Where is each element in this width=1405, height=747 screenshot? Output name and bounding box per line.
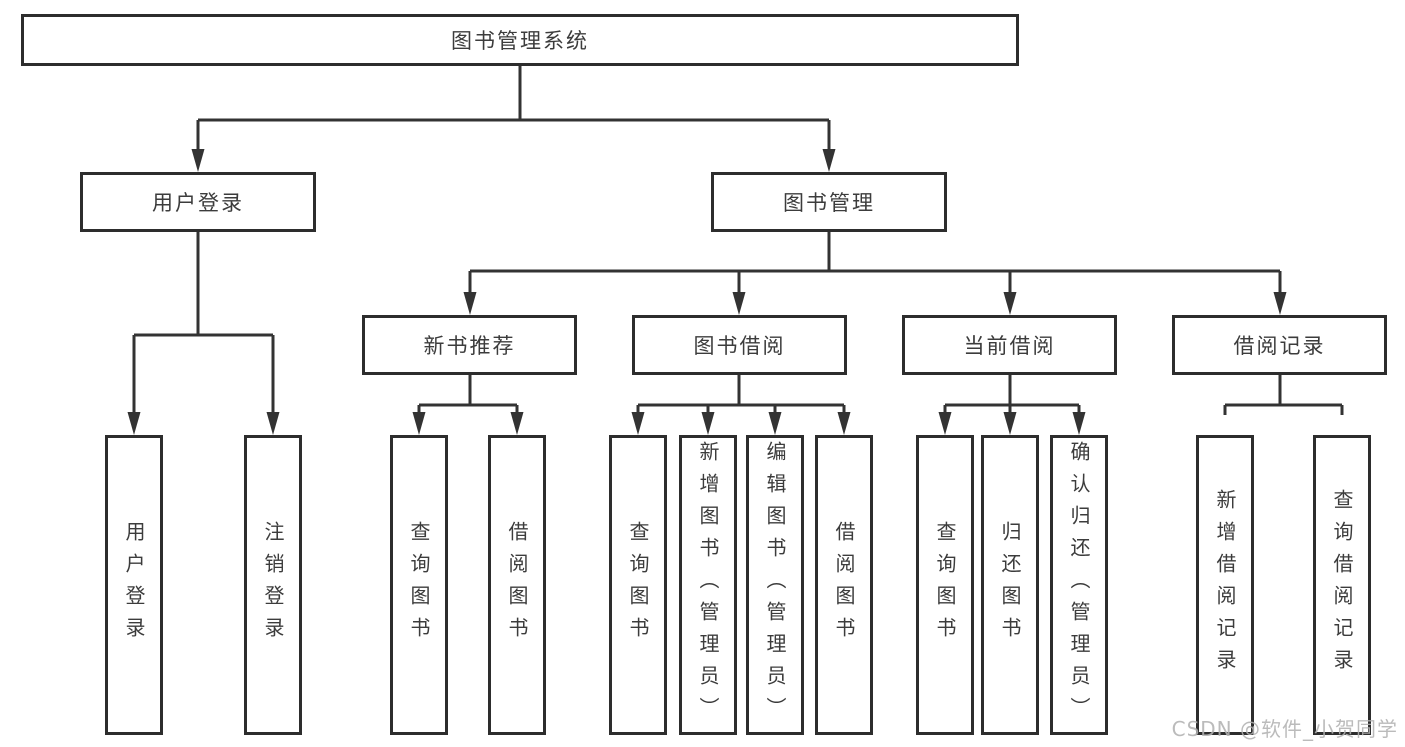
leaf-edit-books-admin: 编辑图书（管理员）	[746, 435, 804, 735]
node-book-management-label: 图书管理	[783, 191, 875, 215]
leaf-query-books-2-label: 查询图书	[626, 521, 650, 649]
leaf-query-books-1: 查询图书	[390, 435, 448, 735]
node-new-book-recommend: 新书推荐	[362, 315, 577, 375]
leaf-add-books-admin: 新增图书（管理员）	[679, 435, 737, 735]
leaf-return-books-label: 归还图书	[998, 521, 1022, 649]
node-root: 图书管理系统	[21, 14, 1019, 66]
node-book-management: 图书管理	[711, 172, 947, 232]
node-new-book-recommend-label: 新书推荐	[423, 334, 516, 358]
node-user-login-label: 用户登录	[152, 191, 244, 215]
node-borrow-records-label: 借阅记录	[1233, 334, 1326, 358]
leaf-logout-label: 注销登录	[261, 521, 285, 649]
leaf-logout: 注销登录	[244, 435, 302, 735]
leaf-confirm-return-admin-label: 确认归还（管理员）	[1067, 441, 1091, 729]
leaf-query-books-1-label: 查询图书	[407, 521, 431, 649]
node-user-login: 用户登录	[80, 172, 316, 232]
node-root-label: 图书管理系统	[451, 29, 589, 53]
node-current-borrow-label: 当前借阅	[963, 334, 1056, 358]
leaf-add-books-admin-label: 新增图书（管理员）	[696, 441, 720, 729]
leaf-user-login-label: 用户登录	[122, 521, 146, 649]
csdn-watermark: CSDN @软件_小贺同学	[1171, 717, 1398, 741]
leaf-borrow-books-1: 借阅图书	[488, 435, 546, 735]
leaf-borrow-books-2-label: 借阅图书	[832, 521, 856, 649]
leaf-query-books-3-label: 查询图书	[933, 521, 957, 649]
leaf-edit-books-admin-label: 编辑图书（管理员）	[763, 441, 787, 729]
leaf-query-borrow-record: 查询借阅记录	[1313, 435, 1371, 735]
node-current-borrow: 当前借阅	[902, 315, 1117, 375]
node-book-borrow: 图书借阅	[632, 315, 847, 375]
node-book-borrow-label: 图书借阅	[693, 334, 786, 358]
leaf-borrow-books-1-label: 借阅图书	[505, 521, 529, 649]
leaf-query-borrow-record-label: 查询借阅记录	[1330, 489, 1354, 681]
leaf-confirm-return-admin: 确认归还（管理员）	[1050, 435, 1108, 735]
leaf-query-books-3: 查询图书	[916, 435, 974, 735]
leaf-add-borrow-record-label: 新增借阅记录	[1213, 489, 1237, 681]
leaf-borrow-books-2: 借阅图书	[815, 435, 873, 735]
leaf-add-borrow-record: 新增借阅记录	[1196, 435, 1254, 735]
leaf-return-books: 归还图书	[981, 435, 1039, 735]
leaf-query-books-2: 查询图书	[609, 435, 667, 735]
node-borrow-records: 借阅记录	[1172, 315, 1387, 375]
leaf-user-login: 用户登录	[105, 435, 163, 735]
